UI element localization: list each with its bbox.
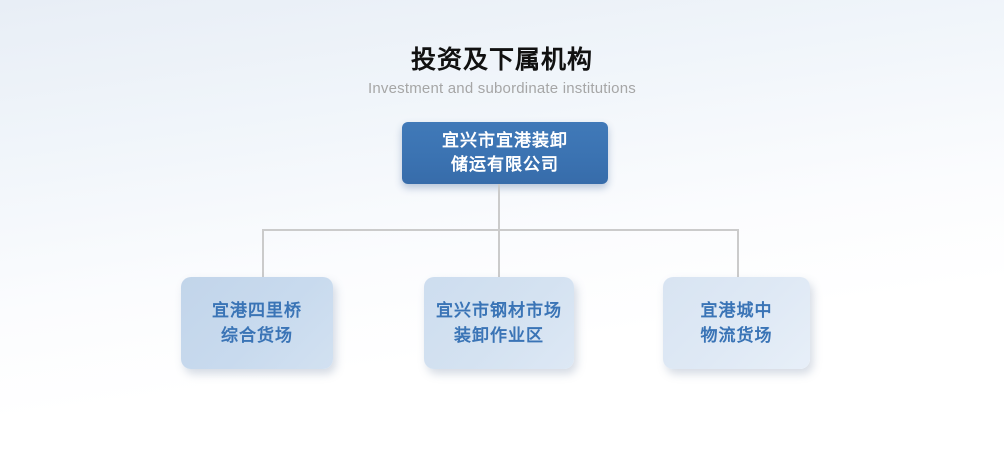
org-node-child-3-line1: 宜港城中	[700, 301, 773, 320]
org-node-root-line2: 储运有限公司	[451, 155, 559, 174]
org-node-child-3: 宜港城中 物流货场	[663, 277, 810, 369]
org-node-root-line1: 宜兴市宜港装卸	[442, 131, 568, 150]
org-node-child-2-line2: 装卸作业区	[454, 326, 544, 345]
connector-drop-center	[498, 231, 500, 277]
org-node-child-1-line1: 宜港四里桥	[212, 301, 302, 320]
org-node-root: 宜兴市宜港装卸 储运有限公司	[402, 122, 608, 184]
connector-drop-left	[262, 231, 264, 277]
org-node-child-1-line2: 综合货场	[221, 326, 293, 345]
org-node-child-2-line1: 宜兴市钢材市场	[436, 301, 562, 320]
org-node-child-2: 宜兴市钢材市场 装卸作业区	[424, 277, 574, 369]
chart-header: 投资及下属机构 Investment and subordinate insti…	[0, 46, 1004, 97]
connector-root-stem	[498, 184, 500, 230]
connector-drop-right	[737, 231, 739, 277]
page-subtitle: Investment and subordinate institutions	[368, 80, 636, 97]
page-title: 投资及下属机构	[410, 46, 593, 74]
org-node-child-1: 宜港四里桥 综合货场	[181, 277, 333, 369]
org-node-child-3-line2: 物流货场	[700, 326, 773, 345]
connector-horizontal	[262, 229, 739, 231]
